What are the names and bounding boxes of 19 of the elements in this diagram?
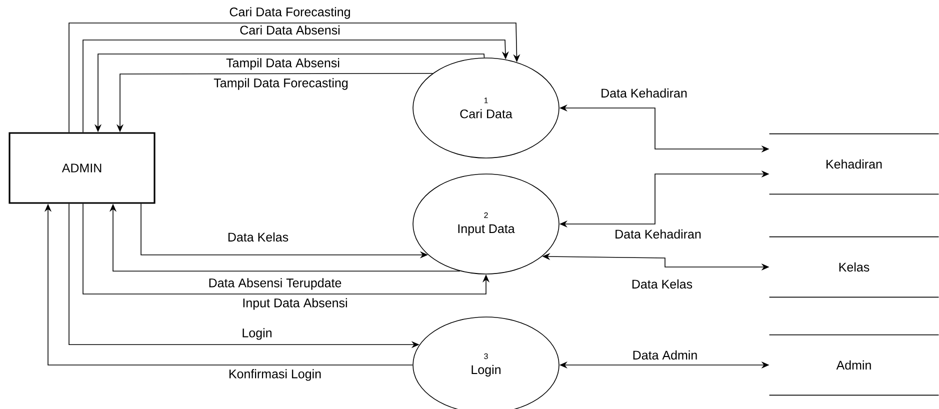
edge-label: Cari Data Forecasting [228,6,352,20]
edge-label: Konfirmasi Login [227,368,323,382]
edge-label: Input Data Absensi [241,297,349,311]
arrow [68,22,520,133]
edge-label: Data Admin [631,349,699,361]
data-store: Kehadiran [768,133,939,195]
edge-label: Tampil Data Absensi [225,57,341,71]
entity-box: ADMIN [8,132,156,204]
edge-label: Data Kehadiran [600,87,688,99]
edge-label: Cari Data Absensi [238,24,342,36]
edge-label: Data Kehadiran [614,228,702,240]
edge-label: Data Kelas [630,278,694,290]
edge-label: Login [240,327,274,341]
edge-label: Data Absensi Terupdate [207,277,343,291]
data-store: Kelas [768,236,939,298]
edge-label: Data Kelas [226,231,290,243]
edge-label: Tampil Data Forecasting [212,77,350,91]
data-store: Admin [768,334,939,396]
arrow [82,40,509,133]
